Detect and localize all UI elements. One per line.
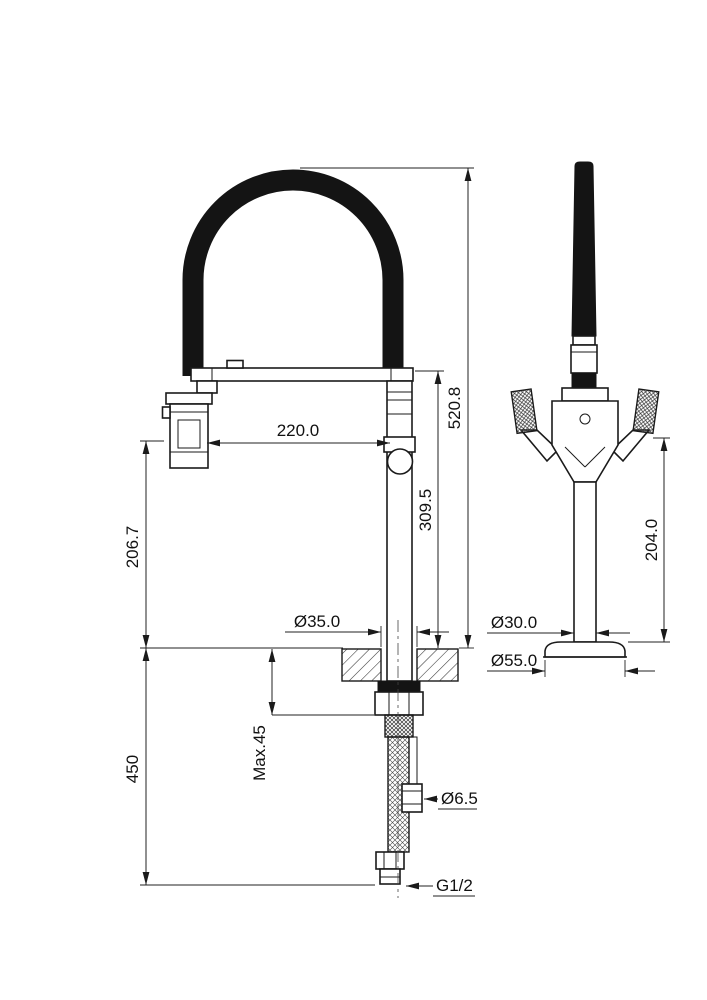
dim-label-spout-height: 309.5 [416, 489, 435, 532]
hose-clip [226, 359, 244, 369]
small-tube [408, 736, 418, 786]
body-pipe [386, 380, 413, 682]
handle-knurled-grip [632, 388, 660, 435]
countertop-section [341, 648, 459, 682]
spray-window [177, 419, 201, 449]
wand-ring [572, 335, 596, 346]
dim-overall-height: 520.8 [300, 167, 474, 649]
dim-label-tube-dia: Ø6.5 [441, 789, 478, 808]
side-view: 204.0 Ø30.0 Ø55.0 [487, 161, 670, 677]
dim-label-base-dia: Ø55.0 [491, 651, 537, 670]
body-v-line [584, 446, 606, 468]
body-dot [579, 413, 591, 425]
spray-button [161, 406, 171, 419]
wand-grip [570, 344, 598, 374]
dim-thread-size: G1/2 [406, 876, 475, 897]
dim-hose-length: 450 [123, 648, 375, 886]
dim-label-counter-max: Max.45 [250, 725, 269, 781]
threaded-shank [384, 714, 414, 738]
riser-pipe-side [573, 481, 597, 643]
spray-flange [165, 392, 213, 405]
dim-label-pipe-dia: Ø30.0 [491, 613, 537, 632]
counter-hatch-right [416, 648, 459, 682]
spray-connector [196, 380, 218, 394]
lock-nut [374, 691, 424, 716]
dim-spout-reach: 220.0 [207, 421, 390, 447]
dim-shank-dia: Ø35.0 [285, 612, 449, 647]
dim-label-overall-height: 520.8 [445, 387, 464, 430]
front-view: 520.8 309.5 220.0 206.7 450 Max.45 [123, 167, 478, 898]
dim-outlet-height: 206.7 [123, 440, 343, 649]
handle-left [510, 388, 560, 463]
spring-hose-arc [182, 169, 404, 376]
tube-fitting [401, 783, 423, 813]
body-shell [551, 400, 619, 483]
dim-base-dia: Ø55.0 [487, 651, 655, 677]
faucet-body-front [383, 380, 416, 682]
under-counter-mounting [374, 620, 424, 898]
dim-counter-max: Max.45 [250, 649, 374, 781]
spray-wand-side [571, 161, 597, 337]
handle-knurled-grip [510, 388, 538, 435]
spout-holder-bar [190, 367, 414, 382]
dim-pipe-dia: Ø30.0 [487, 613, 630, 637]
body-v-line [564, 446, 586, 468]
dim-label-thread-size: G1/2 [436, 876, 473, 895]
dim-label-handle-height: 204.0 [642, 519, 661, 562]
spray-body [169, 403, 209, 469]
dim-label-hose-length: 450 [123, 755, 142, 783]
wand-black-band [571, 372, 597, 389]
dim-tube-dia: Ø6.5 [424, 789, 478, 810]
dim-label-spout-reach: 220.0 [277, 421, 320, 440]
mounting-flange [377, 680, 421, 693]
dim-spout-height: 309.5 [415, 370, 444, 648]
faucet-body-side [551, 387, 619, 483]
counter-hatch-left [341, 648, 382, 682]
base-dome [544, 641, 626, 658]
hose-guide-ring [386, 448, 414, 475]
hose-end-hex-nut [375, 851, 405, 870]
dim-label-shank-dia: Ø35.0 [294, 612, 340, 631]
body-neck [561, 387, 609, 402]
handle-right [610, 388, 660, 463]
base-plate [543, 641, 627, 658]
dim-label-outlet-height: 206.7 [123, 526, 142, 569]
dim-handle-height: 204.0 [628, 437, 670, 643]
spray-head [161, 380, 218, 469]
